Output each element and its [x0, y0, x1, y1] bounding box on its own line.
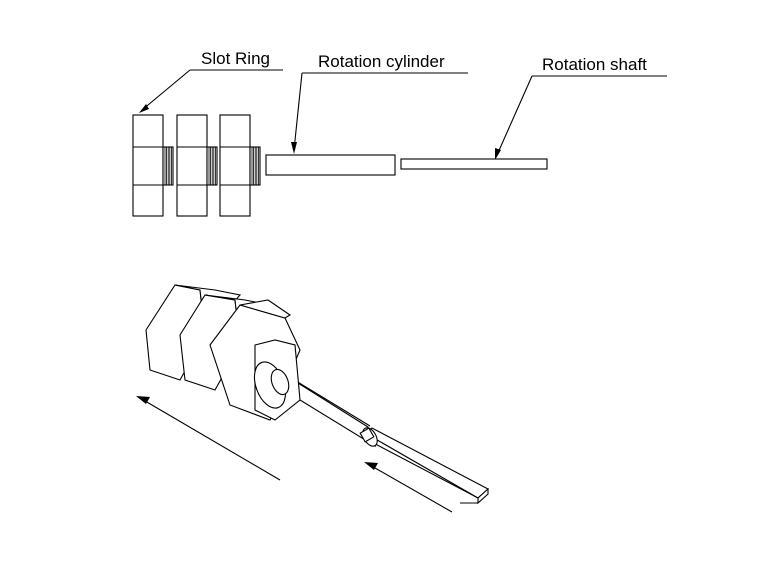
slot-ring-3: [219, 114, 261, 217]
direction-arrow-right: [364, 462, 453, 513]
assembled-view: [145, 284, 489, 505]
rotation-shaft-callout: Rotation shaft: [495, 55, 667, 160]
rotation-cylinder-callout: Rotation cylinder: [291, 52, 468, 154]
slot-ring-1: [132, 114, 174, 217]
gear-teeth-3: [249, 146, 261, 186]
slot-ring-callout: Slot Ring: [139, 49, 283, 113]
direction-arrow-left: [136, 396, 281, 481]
rotation-cylinder-label: Rotation cylinder: [318, 52, 445, 71]
rotation-shaft-part: [400, 158, 548, 170]
slot-ring-2: [176, 114, 218, 217]
gear-teeth-2: [206, 146, 218, 186]
rotation-cylinder-part: [265, 154, 396, 176]
rotation-shaft-label: Rotation shaft: [542, 55, 647, 74]
gear-teeth-1: [162, 146, 174, 186]
slot-ring-label: Slot Ring: [201, 49, 270, 68]
